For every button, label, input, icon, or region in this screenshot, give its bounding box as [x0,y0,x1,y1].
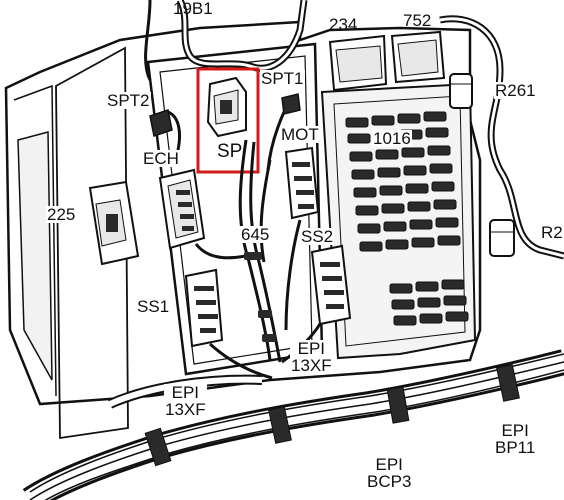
label-spt2: SPT2 [106,91,151,110]
bottom-harness-clips [144,364,520,467]
housing-left-panel [17,131,53,381]
label-epi-bp11-line2: BP11 [495,438,536,457]
label-ss1: SS1 [136,297,171,316]
label-225: 225 [46,205,77,224]
label-epi-bp11-line1: EPI [501,421,529,440]
label-epi-13xf-left-line2: 13XF [165,400,206,419]
label-752: 752 [403,11,432,30]
housing-left-frame [55,46,129,440]
wire-clips [244,252,276,342]
label-ech: ECH [142,149,180,168]
label-epi-13xf-center: EPI 13XF [290,340,333,374]
housing-inner-ledge [13,84,57,397]
label-epi-bcp3-line1: EPI [375,455,403,474]
connector-ech [158,168,206,250]
label-epi-bp11: EPI BP11 [494,421,537,457]
label-ss2: SS2 [300,227,335,246]
label-epi-13xf-left: EPI 13XF [164,384,207,418]
connector-ss2 [310,244,352,326]
label-epi-13xf-center-line2: 13XF [291,356,332,375]
label-r2: R2 [540,223,564,242]
connector-752 [390,30,446,84]
label-epi-13xf-center-line1: EPI [297,339,326,358]
label-1016: 1016 [372,129,412,148]
connector-r2 [489,219,515,257]
label-epi-bcp3: EPI BCP3 [366,455,413,491]
relay-225 [88,180,140,266]
label-sp: SP [217,141,243,162]
label-r261: R261 [494,81,537,100]
sp-highlight-box [196,67,260,174]
label-19b1: 19B1 [173,0,213,18]
label-spt1: SPT1 [260,69,305,88]
connector-ss1 [184,268,224,348]
relay-sp [206,76,247,138]
label-mot: MOT [280,125,320,144]
connector-mot [284,146,320,220]
connector-234 [328,34,388,92]
label-epi-13xf-left-line1: EPI [171,383,200,402]
label-epi-bcp3-line2: BCP3 [367,472,412,491]
connector-spt2 [149,109,182,151]
connector-r261 [449,73,473,109]
label-234: 234 [329,15,358,34]
label-645: 645 [240,225,271,244]
